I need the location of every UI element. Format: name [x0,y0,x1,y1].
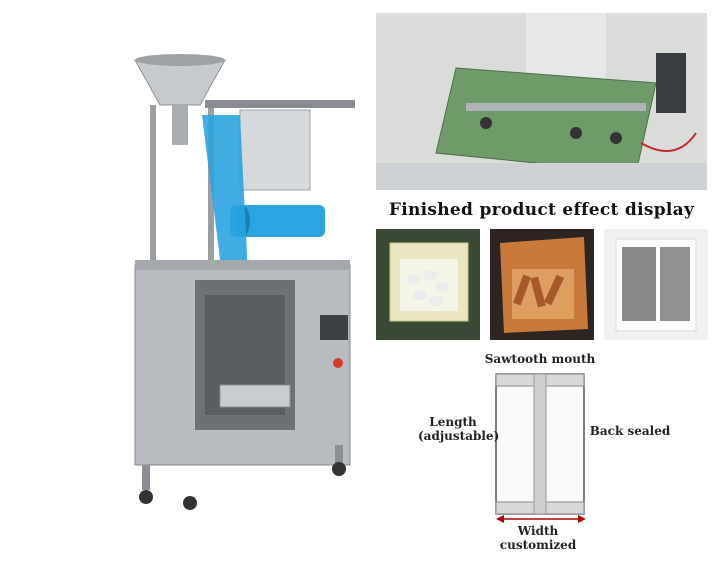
bag-diagram [495,373,585,515]
sawtooth-mouth-label: Sawtooth mouth [484,352,596,366]
candy-bag-icon [376,229,480,340]
tea-bag-icon [604,229,708,340]
width-arrow-icon [496,515,586,523]
back-sealed-label: Back sealed [589,424,671,438]
snack-bag-icon [490,229,594,340]
sealing-mechanism-closeup [376,13,707,190]
length-label: Length (adjustable) [418,415,500,443]
packing-machine-image [134,54,355,510]
section-heading: Finished product effect display [388,200,695,220]
width-label: Width customized [499,524,577,552]
